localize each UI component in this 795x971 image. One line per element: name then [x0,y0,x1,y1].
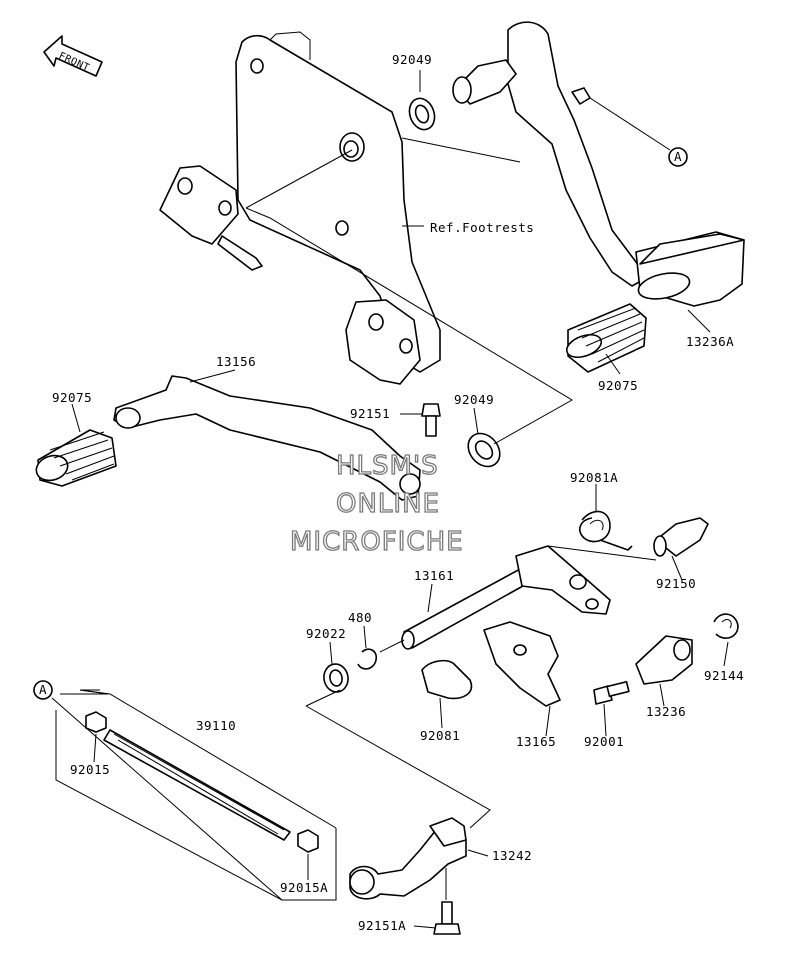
pedal-rubber-92075-left [35,429,117,487]
leader-lines [51,70,729,929]
label-92049-top: 92049 [392,52,432,67]
label-ref-footrests: Ref.Footrests [430,220,534,235]
label-92081: 92081 [420,728,460,743]
guide-92081 [421,659,473,700]
marker-a-top-label: A [674,149,682,164]
bolt-92151 [421,403,441,437]
washer-92049-mid [467,432,501,468]
label-92151A: 92151A [358,918,406,933]
watermark-line-2: ONLINE [336,489,440,519]
label-13165: 13165 [516,734,556,749]
lever-13236 [635,635,693,685]
label-13236A: 13236A [686,334,734,349]
footrest-bracket [159,31,441,385]
label-13161: 13161 [414,568,454,583]
washer-92022 [323,663,349,693]
marker-a-bottom: A [33,680,53,700]
shift-shaft-13161 [401,545,611,650]
label-92075-right: 92075 [598,378,638,393]
plate-13165 [483,621,561,707]
link-13242 [349,817,467,900]
circlip-480 [357,648,378,670]
label-480: 480 [348,610,372,625]
label-92015A: 92015A [280,880,328,895]
washer-92049-top [408,97,436,131]
tie-rod-39110 [103,729,291,841]
spring-92144 [713,613,739,639]
label-13156: 13156 [216,354,256,369]
spring-92081A [579,510,633,551]
label-13236: 13236 [646,704,686,719]
bolt-92151A [433,901,461,935]
front-arrow-icon: FRONT [43,35,103,77]
label-92151: 92151 [350,406,390,421]
label-92081A: 92081A [570,470,618,485]
label-92001: 92001 [584,734,624,749]
nut-92015A [297,829,319,853]
label-39110: 39110 [196,718,236,733]
label-92150: 92150 [656,576,696,591]
watermark: HLSM'S ONLINE MICROFICHE [289,450,464,557]
label-92015: 92015 [70,762,110,777]
marker-a-bottom-label: A [39,682,47,697]
brake-pedal-13236A [452,21,745,307]
label-92144: 92144 [704,668,744,683]
watermark-line-1: HLSM'S [336,451,439,481]
label-13242: 13242 [492,848,532,863]
part-labels: 92049 Ref.Footrests 13236A 92075 13156 9… [52,52,744,933]
bolt-92001 [593,680,630,705]
shift-pedal-13156 [113,375,421,501]
pedal-rubber-92075-right [565,303,647,373]
label-92022: 92022 [306,626,346,641]
marker-a-top: A [668,147,688,167]
watermark-line-3: MICROFICHE [290,527,464,557]
bolt-92150 [653,517,709,557]
label-92075-left: 92075 [52,390,92,405]
label-92049-mid: 92049 [454,392,494,407]
nut-92015 [85,711,107,733]
